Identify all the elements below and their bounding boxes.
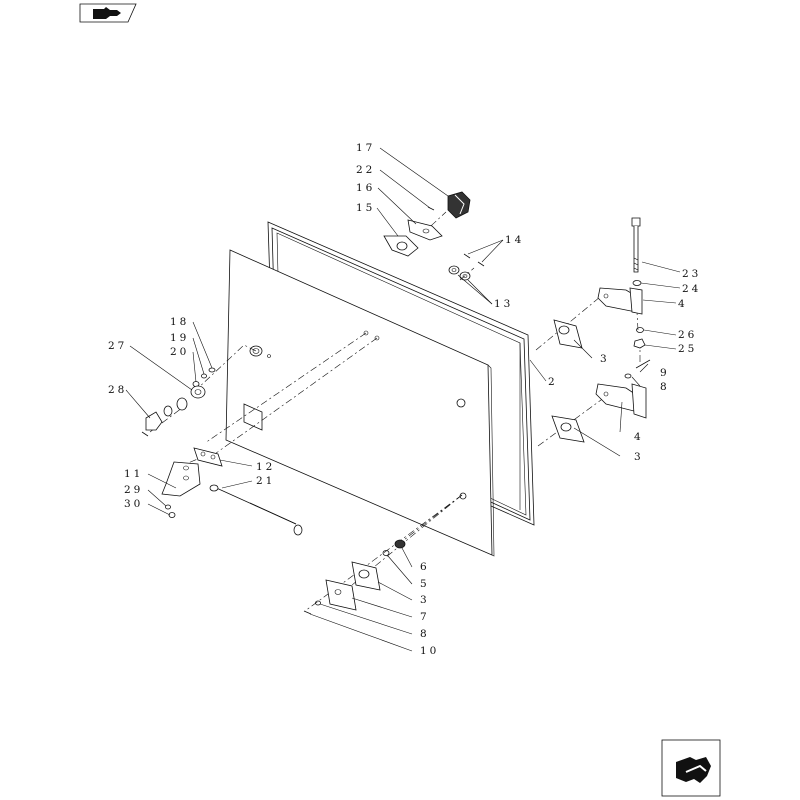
callout-19: 19: [170, 332, 189, 344]
callout-7: 7: [420, 611, 430, 623]
lock-and-strut-parts-left: [141, 367, 303, 536]
callout-3-bottom: 3: [420, 594, 430, 606]
latch-parts-top: [383, 191, 485, 281]
callout-4-lower: 4: [634, 431, 644, 443]
callout-17: 17: [356, 142, 375, 154]
callout-8-right: 8: [660, 381, 670, 393]
callout-13: 13: [494, 298, 513, 310]
callout-18: 18: [170, 316, 189, 328]
callout-24: 24: [682, 283, 701, 295]
hinge-parts-bottom: [303, 539, 406, 615]
book-page-arrow-icon[interactable]: [79, 3, 137, 23]
callout-14: 14: [505, 234, 524, 246]
callout-25: 25: [678, 343, 697, 355]
callout-4-upper: 4: [678, 298, 688, 310]
callout-16: 16: [356, 182, 375, 194]
callout-5: 5: [420, 578, 430, 590]
callout-28: 28: [108, 384, 127, 396]
callout-22: 22: [356, 164, 375, 176]
callout-11: 11: [124, 468, 143, 480]
callout-15: 15: [356, 202, 375, 214]
callout-2: 2: [548, 376, 558, 388]
callout-8-bottom: 8: [420, 628, 430, 640]
callout-27: 27: [108, 340, 127, 352]
door-panel: [225, 249, 495, 557]
callout-20: 20: [170, 346, 189, 358]
callout-21: 21: [256, 475, 275, 487]
callout-10: 10: [420, 645, 439, 657]
callout-labels: 17 22 16 15 14 13 23 24 4 26 25 9 8 4 3 …: [108, 142, 701, 657]
callout-26: 26: [678, 329, 697, 341]
callout-23: 23: [682, 268, 701, 280]
callout-3-right-lower: 3: [634, 451, 644, 463]
hinge-parts-right: [551, 217, 651, 443]
callout-9: 9: [660, 367, 670, 379]
leader-lines: [125, 147, 681, 652]
callout-6: 6: [420, 561, 430, 573]
callout-29: 29: [124, 484, 143, 496]
callout-12: 12: [256, 461, 275, 473]
next-page-arrow-icon[interactable]: [661, 739, 721, 797]
callout-30: 30: [124, 498, 143, 510]
callout-3-right-upper: 3: [600, 353, 610, 365]
